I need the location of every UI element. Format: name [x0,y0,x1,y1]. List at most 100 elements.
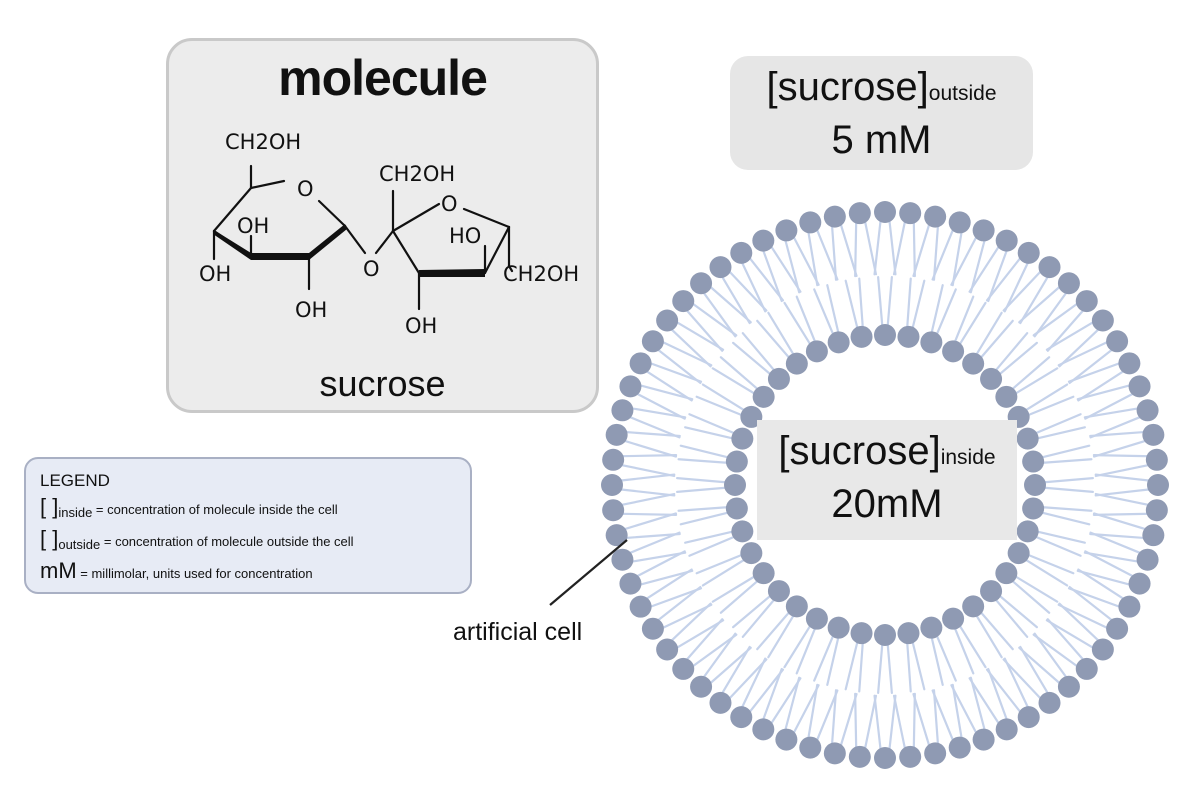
lipid-head [740,405,763,428]
lipid-head [995,229,1018,252]
lipid-tail [622,439,678,458]
lipid-head [874,324,896,346]
lipid-tail [1034,530,1086,544]
legend-title: LEGEND [40,471,110,490]
lipid-head [611,548,634,571]
legend-row-inside: [ ]inside = concentration of molecule in… [40,494,470,526]
sucrose-structure: CH2OH O OH OH OH O CH2OH O HO CH2OH OH [199,130,579,338]
lipid-tail [635,550,686,578]
lipid-tail [877,276,884,329]
lipid-tail [1040,506,1093,512]
lipid-tail [1023,383,1069,413]
lipid-tail [619,492,676,507]
lipid-tail [1025,553,1075,575]
lipid-head [899,202,922,225]
lipid-tail [702,291,737,338]
lipid-tail [886,641,893,694]
lipid-tail [1033,535,1082,557]
lipid-head [709,691,732,714]
lipid-tail [932,224,940,281]
lipid-tail [978,610,1014,651]
lipid-tail [969,676,986,732]
lipid-tail [1010,356,1051,392]
legend-text: = concentration of molecule outside the … [100,534,354,549]
lipid-tail [1076,569,1132,586]
lipid-head [980,367,1003,390]
lipid-tail [644,568,693,601]
lipid-tail [1033,632,1068,679]
lipid-tail [1084,550,1135,578]
lipid-tail [684,426,736,440]
lipid-tail [1084,392,1135,420]
lipid-tail [711,574,757,603]
lipid-tail [1025,395,1075,417]
lipid-tail [679,444,731,459]
outside-concentration-value: 5 mM [831,118,932,162]
lipid-tail [1092,512,1150,516]
molecule-name: sucrose [319,363,446,404]
lipid-head [752,229,775,252]
lipid-head [1106,330,1129,353]
lipid-head [1091,638,1114,661]
lipid-tail [620,512,678,516]
lipid-head [1038,691,1061,714]
lipid-head [995,718,1018,741]
lipid-tail [685,308,724,352]
lipid-tail [844,279,859,331]
lipid-head [1147,474,1169,496]
lipid-tail [957,623,987,669]
lipid-head [601,474,623,496]
lipid-tail [676,477,729,484]
lipid-tail [968,677,1001,726]
lipid-tail [1094,473,1152,482]
lipid-tail [993,597,1029,638]
lipid-tail [740,657,767,710]
lipid-tail [1045,320,1095,351]
lipid-tail [741,597,777,638]
lipid-tail [1013,367,1059,396]
lipid-tail [685,618,724,662]
lipid-tail [987,248,1009,303]
lipid-head [827,616,850,639]
lipid-tail [892,219,907,276]
lipid-head [1118,595,1141,618]
lipid-head [1075,290,1098,313]
lipid-tail [676,486,729,493]
fructose-oh-bottom-label: OH [405,314,437,338]
glucose-ch2oh-label: CH2OH [225,130,301,154]
lipid-head [897,622,920,645]
lipid-tail [912,692,916,750]
lipid-head [1024,474,1046,496]
lipid-head [920,616,943,639]
lipid-tail [727,658,768,701]
lipid-head [1136,399,1159,422]
lipid-tail [997,341,1038,377]
lipid-head [962,595,985,618]
lipid-tail [656,585,702,622]
lipid-head [1017,706,1040,729]
lipid-tail [813,288,835,337]
inside-concentration-box: [sucrose]inside 20mM [757,420,1017,540]
lipid-tail [1018,646,1062,685]
lipid-tail [930,634,944,686]
lipid-head [775,728,798,751]
lipid-head [1142,423,1165,446]
lipid-head [1016,520,1039,543]
lipid-tail [1034,426,1086,440]
lipid-tail [1092,454,1150,458]
glucose-oh-bottom-label: OH [295,298,327,322]
lipid-head [948,736,971,759]
lipid-head [1016,427,1039,450]
lipid-tail [1039,444,1091,459]
lipid-tail [711,367,757,396]
lipid-tail [993,332,1029,373]
lipid-tail [906,640,912,693]
lipid-tail [767,613,796,659]
outside-concentration-bracket: [sucrose] [766,65,929,109]
lipid-head [799,736,822,759]
lipid-tail [756,319,792,360]
lipid-tail [727,269,768,312]
lipid-tail [1058,327,1101,368]
lipid-tail [886,276,893,329]
